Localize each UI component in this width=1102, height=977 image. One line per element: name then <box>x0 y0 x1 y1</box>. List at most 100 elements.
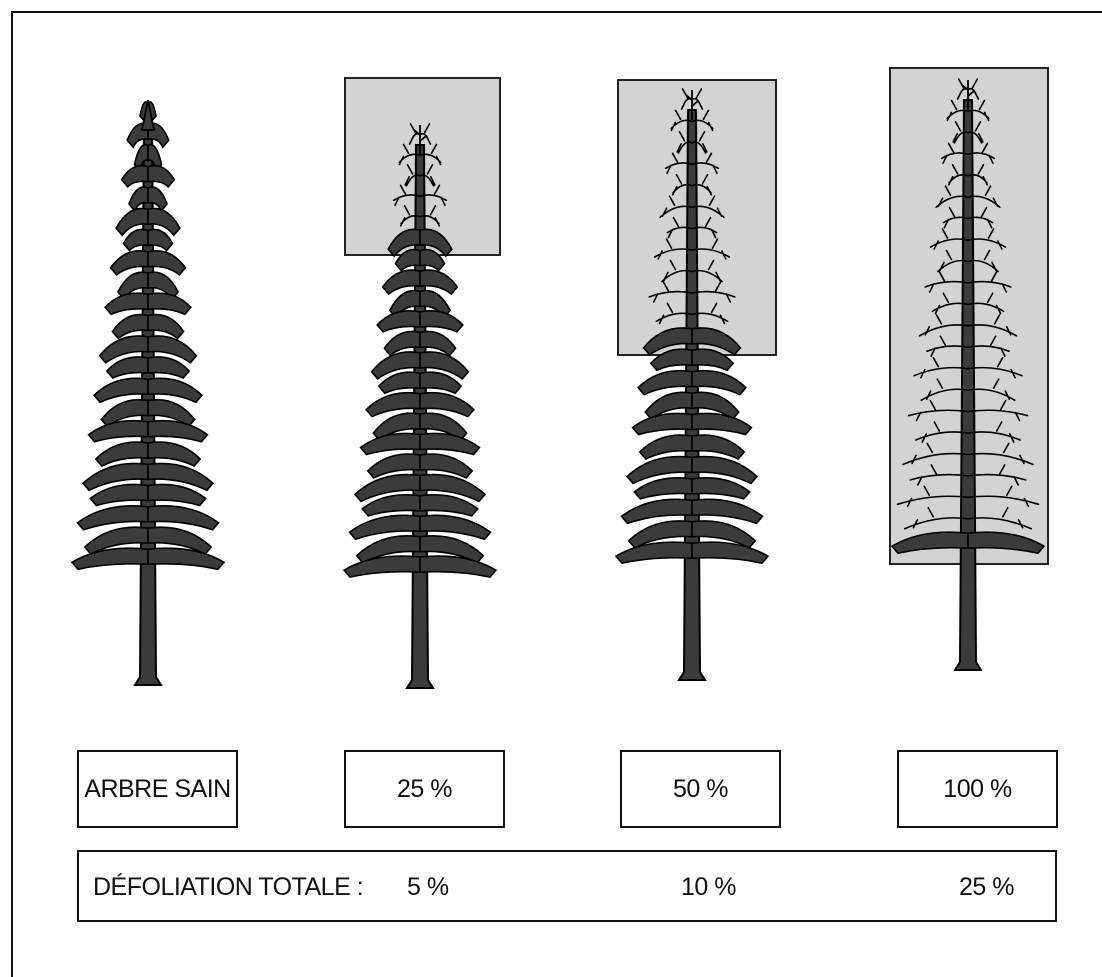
foliage-branch <box>89 483 149 507</box>
bare-branch <box>924 271 969 293</box>
bare-branch <box>691 109 714 132</box>
foliage-branch <box>691 412 753 436</box>
tree-top <box>961 80 975 110</box>
foliage-branch <box>104 292 149 316</box>
bare-branch <box>907 399 969 422</box>
foliage-branch <box>147 441 202 468</box>
bare-branch <box>653 238 693 260</box>
foliage-branch <box>147 207 181 237</box>
bare-branch <box>967 99 990 122</box>
bare-branch <box>940 142 969 165</box>
foliage-branch <box>890 531 969 555</box>
foliage-branch <box>111 313 149 340</box>
label-crown-50: 50 % <box>620 750 781 828</box>
foliage-branch <box>147 335 198 364</box>
bare-branch <box>691 173 713 196</box>
bare-branch <box>659 195 693 218</box>
foliage-branch <box>147 483 207 507</box>
foliage-branch <box>87 419 149 443</box>
foliage-branch <box>348 514 421 541</box>
foliage-branch <box>419 514 492 541</box>
bare-branch <box>918 314 969 337</box>
foliage-branch <box>967 531 1046 555</box>
foliage-branch <box>361 493 421 517</box>
bare-branch <box>666 216 693 239</box>
foliage-branch <box>370 351 421 380</box>
bare-branch <box>967 271 1012 293</box>
foliage-branch <box>419 493 479 517</box>
bare-branch <box>691 302 729 325</box>
bare-branch <box>967 506 1033 530</box>
foliage-branch <box>109 250 149 276</box>
foliage-branch <box>94 441 149 468</box>
bare-branch <box>967 121 984 144</box>
foliage-branch <box>642 327 693 356</box>
foliage-branch <box>625 455 693 485</box>
total-defoliation-value-25: 5 % <box>407 873 449 901</box>
bare-branch <box>920 378 969 401</box>
tree-healthy <box>70 99 226 686</box>
bare-branch <box>952 121 969 144</box>
bare-branch <box>903 506 969 530</box>
foliage-branch <box>649 348 693 372</box>
bare-branch <box>967 163 989 186</box>
foliage-branch <box>366 453 421 479</box>
tree-trunk <box>953 99 983 671</box>
foliage-branch <box>419 453 474 479</box>
foliage-branch <box>691 541 770 565</box>
bare-branch <box>942 206 969 229</box>
foliage-branch <box>147 547 226 571</box>
foliage-branch <box>620 498 693 525</box>
total-defoliation-title: DÉFOLIATION TOTALE : <box>93 873 364 901</box>
foliage-branch <box>419 371 463 395</box>
bare-branch <box>419 204 441 227</box>
foliage-branch <box>394 248 421 272</box>
foliage-branch <box>691 327 742 356</box>
bare-branch <box>909 464 969 486</box>
bare-branch <box>655 302 693 325</box>
bare-branch <box>967 378 1016 401</box>
bare-branch <box>398 143 421 166</box>
figure-frame <box>11 11 1102 977</box>
bare-branch <box>896 485 969 508</box>
tree-top <box>413 125 427 155</box>
foliage-branch <box>387 228 421 258</box>
bare-branch <box>935 185 969 208</box>
bare-branch <box>670 109 693 132</box>
foliage-branch <box>691 498 764 525</box>
bare-branch <box>419 164 436 187</box>
foliage-branch <box>419 228 453 258</box>
tree-defoliated-25 <box>342 123 498 689</box>
foliage-branch <box>631 412 693 436</box>
bare-branch <box>967 314 1018 337</box>
bare-branch <box>967 421 1021 443</box>
bare-branch <box>967 399 1029 422</box>
foliage-branch <box>353 473 421 503</box>
foliage-branch <box>419 310 464 333</box>
foliage-branch <box>419 555 498 579</box>
bare-branch <box>691 216 718 239</box>
foliage-branch <box>147 292 192 316</box>
bare-branch <box>967 485 1040 508</box>
foliage-branch <box>105 356 149 380</box>
bare-branch <box>967 185 1001 208</box>
foliage-branch <box>691 455 759 485</box>
foliage-branch <box>376 310 421 333</box>
foliage-branch <box>98 335 149 364</box>
bare-branch <box>648 281 693 303</box>
bare-branch <box>676 131 693 154</box>
bare-branch <box>929 228 969 250</box>
foliage-branch <box>70 547 149 571</box>
label-healthy-tree: ARBRE SAIN <box>77 750 238 828</box>
foliage-branch <box>364 391 421 418</box>
bare-branch <box>691 131 708 154</box>
foliage-branch <box>419 473 487 503</box>
foliage-branch <box>147 526 213 556</box>
foliage-branch <box>614 541 693 565</box>
foliage-branch <box>419 432 481 456</box>
foliage-branch <box>691 434 746 461</box>
foliage-branch <box>147 164 176 188</box>
bare-branch <box>967 335 1010 358</box>
foliage-branch <box>419 351 470 380</box>
